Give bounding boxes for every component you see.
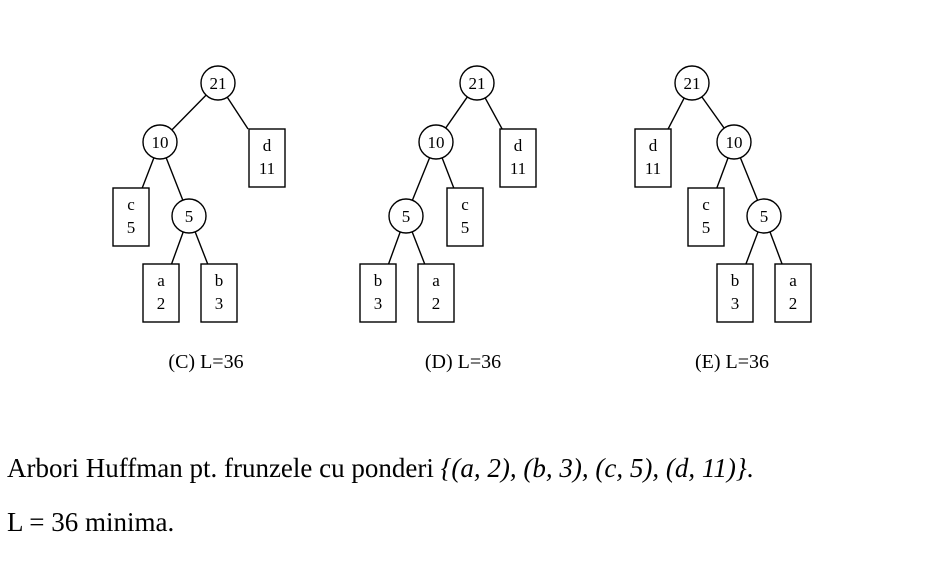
edge-n5-b	[745, 231, 759, 265]
internal-node-weight: 10	[428, 133, 445, 152]
internal-node-weight: 21	[469, 74, 486, 93]
description-suffix: .	[746, 453, 754, 483]
leaf-weight: 3	[374, 294, 383, 313]
leaf-label: b	[731, 271, 740, 290]
leaf-node-b	[200, 263, 238, 323]
tree-0: 21 10 d 11 c 5 5 a 2 b 3 (C) L=36	[112, 65, 286, 373]
edge-n10-c	[141, 157, 155, 189]
edge-n10-n5	[411, 157, 431, 201]
internal-node-r	[200, 65, 236, 101]
leaf-weight: 2	[789, 294, 798, 313]
tree-2: 21 d 11 10 c 5 5 b 3 a 2 (E) L=36	[634, 65, 812, 373]
leaf-weight: 11	[510, 159, 526, 178]
leaf-node-c	[687, 187, 725, 247]
leaf-label: a	[432, 271, 440, 290]
edge-r-n10	[445, 96, 468, 129]
edge-r-n10	[171, 94, 207, 131]
leaf-node-b	[359, 263, 397, 323]
leaf-node-a	[142, 263, 180, 323]
edge-r-d	[226, 96, 249, 130]
edge-n10-n5	[165, 157, 184, 201]
internal-node-weight: 10	[152, 133, 169, 152]
edge-n10-c	[441, 157, 455, 189]
internal-node-n10	[418, 124, 454, 160]
leaf-label: c	[127, 195, 135, 214]
leaf-label: d	[649, 136, 658, 155]
leaf-label: a	[157, 271, 165, 290]
leaf-node-d	[248, 128, 286, 188]
description-prefix: Arbori Huffman pt. frunzele cu ponderi	[7, 453, 441, 483]
leaf-node-a	[774, 263, 812, 323]
internal-node-n10	[716, 124, 752, 160]
leaf-weight: 11	[259, 159, 275, 178]
tree-caption: (D) L=36	[425, 351, 501, 373]
internal-node-weight: 21	[684, 74, 701, 93]
leaf-node-c	[446, 187, 484, 247]
edge-n5-a	[769, 231, 783, 265]
leaf-label: d	[514, 136, 523, 155]
leaf-label: d	[263, 136, 272, 155]
internal-node-n5	[388, 198, 424, 234]
description-line-1: Arbori Huffman pt. frunzele cu ponderi {…	[7, 453, 753, 484]
edge-n10-c	[716, 157, 729, 189]
leaf-label: b	[215, 271, 224, 290]
leaf-label: b	[374, 271, 383, 290]
edge-r-d	[667, 97, 685, 130]
leaf-weight: 2	[432, 294, 441, 313]
edge-n5-b	[387, 231, 401, 265]
edge-n5-a	[170, 231, 184, 265]
internal-node-weight: 5	[185, 207, 194, 226]
internal-node-weight: 5	[402, 207, 411, 226]
edge-n10-n5	[739, 157, 759, 201]
leaf-node-b	[716, 263, 754, 323]
internal-node-r	[674, 65, 710, 101]
leaf-weight: 3	[215, 294, 224, 313]
leaf-node-d	[499, 128, 537, 188]
leaf-node-c	[112, 187, 150, 247]
leaf-weight: 5	[702, 218, 711, 237]
internal-node-weight: 5	[760, 207, 769, 226]
leaf-label: c	[702, 195, 710, 214]
leaf-weight: 11	[645, 159, 661, 178]
tree-caption: (C) L=36	[168, 351, 243, 373]
huffman-trees-diagram: 21 10 d 11 c 5 5 a 2 b 3 (C) L=36 21 10 d 11 5 c 5 b 3 a 2 (D) …	[112, 65, 812, 373]
leaf-node-d	[634, 128, 672, 188]
internal-node-n5	[171, 198, 207, 234]
internal-node-weight: 10	[726, 133, 743, 152]
internal-node-n10	[142, 124, 178, 160]
internal-node-n5	[746, 198, 782, 234]
leaf-weight: 3	[731, 294, 740, 313]
internal-node-weight: 21	[210, 74, 227, 93]
tree-1: 21 10 d 11 5 c 5 b 3 a 2 (D) L=36	[359, 65, 537, 373]
edge-n5-a	[411, 231, 426, 265]
description-line-2: L = 36 minima.	[7, 507, 175, 537]
weights-set: {(a, 2), (b, 3), (c, 5), (d, 11)}	[440, 453, 747, 483]
leaf-weight: 5	[461, 218, 470, 237]
leaf-node-a	[417, 263, 455, 323]
edge-r-d	[484, 97, 503, 130]
leaf-label: a	[789, 271, 797, 290]
internal-node-r	[459, 65, 495, 101]
edge-n5-b	[194, 231, 209, 265]
edge-r-n10	[701, 96, 725, 129]
leaf-weight: 2	[157, 294, 166, 313]
tree-caption: (E) L=36	[695, 351, 769, 373]
leaf-weight: 5	[127, 218, 136, 237]
leaf-label: c	[461, 195, 469, 214]
